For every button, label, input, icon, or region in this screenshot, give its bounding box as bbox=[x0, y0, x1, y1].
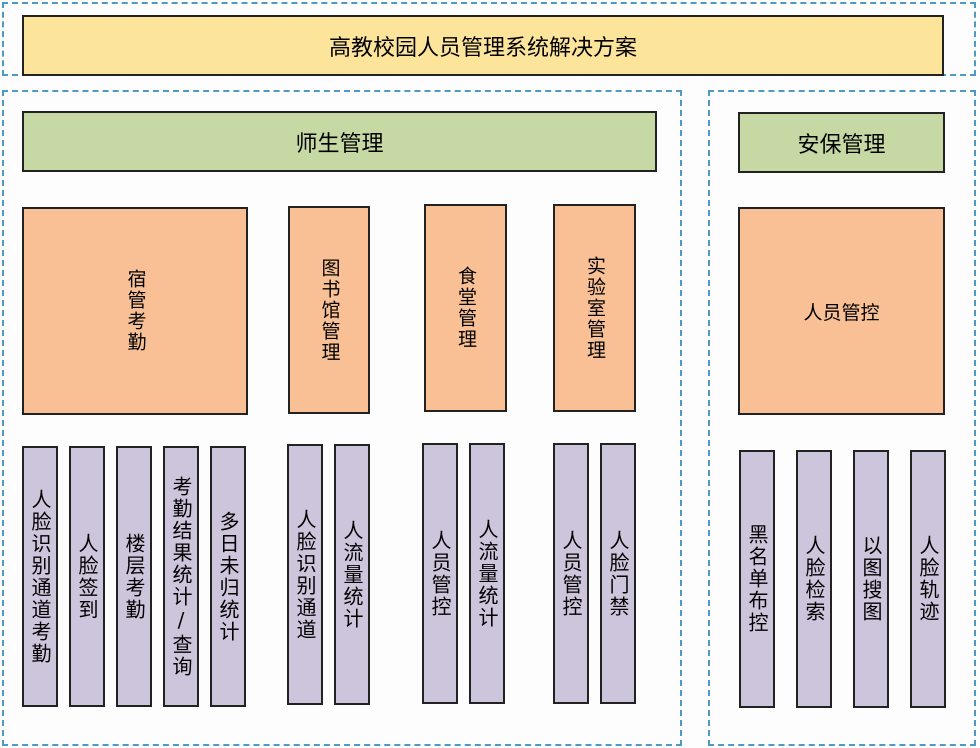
function-label: 人脸识别通道 bbox=[293, 508, 317, 641]
function-face-channel-attendance: 人脸识别通道考勤 bbox=[22, 446, 58, 707]
module-label: 实验室管理 bbox=[584, 255, 606, 361]
function-face-checkin: 人脸签到 bbox=[69, 446, 105, 707]
function-label: 人脸签到 bbox=[75, 532, 99, 621]
function-label: 考勤结果统计/查询 bbox=[169, 475, 193, 678]
function-label: 楼层考勤 bbox=[122, 532, 146, 621]
module-personnel-control: 人员管控 bbox=[738, 207, 945, 415]
module-library: 图书馆管理 bbox=[288, 206, 370, 414]
function-face-trajectory: 人脸轨迹 bbox=[910, 450, 946, 708]
function-label: 人脸识别通道考勤 bbox=[28, 488, 52, 665]
function-multi-day-absence-stats: 多日未归统计 bbox=[210, 446, 246, 707]
function-traffic-stats: 人流量统计 bbox=[334, 444, 370, 705]
function-label: 人员管控 bbox=[428, 529, 452, 618]
module-label: 图书馆管理 bbox=[318, 257, 341, 363]
section-header-teacher-student: 师生管理 bbox=[22, 111, 657, 172]
function-label: 人流量统计 bbox=[475, 518, 499, 629]
function-personnel-control: 人员管控 bbox=[553, 443, 589, 704]
module-label: 食堂管理 bbox=[455, 266, 477, 350]
function-label: 黑名单布控 bbox=[745, 524, 769, 634]
function-blacklist-monitoring: 黑名单布控 bbox=[739, 450, 775, 708]
teacher-student-container bbox=[2, 90, 682, 746]
function-floor-attendance: 楼层考勤 bbox=[116, 446, 152, 707]
module-laboratory: 实验室管理 bbox=[553, 204, 636, 412]
diagram-title: 高教校园人员管理系统解决方案 bbox=[22, 15, 944, 76]
function-face-channel: 人脸识别通道 bbox=[287, 444, 323, 705]
function-label: 以图搜图 bbox=[859, 535, 883, 623]
function-label: 人脸门禁 bbox=[606, 529, 630, 618]
function-traffic-stats: 人流量统计 bbox=[469, 443, 505, 704]
function-attendance-stats-query: 考勤结果统计/查询 bbox=[163, 446, 199, 707]
function-face-access-control: 人脸门禁 bbox=[600, 443, 636, 704]
function-label: 人脸轨迹 bbox=[916, 535, 940, 623]
function-label: 人脸检索 bbox=[802, 535, 826, 623]
function-label: 人流量统计 bbox=[340, 519, 364, 630]
module-label: 宿管考勤 bbox=[124, 269, 147, 353]
module-dorm-attendance: 宿管考勤 bbox=[22, 207, 248, 415]
section-header-security: 安保管理 bbox=[738, 112, 945, 173]
function-face-search: 人脸检索 bbox=[796, 450, 832, 708]
function-image-search: 以图搜图 bbox=[853, 450, 889, 708]
function-label: 人员管控 bbox=[559, 529, 583, 618]
module-label: 人员管控 bbox=[803, 301, 880, 324]
security-container bbox=[708, 90, 976, 746]
function-personnel-control: 人员管控 bbox=[422, 443, 458, 704]
module-canteen: 食堂管理 bbox=[424, 204, 507, 412]
function-label: 多日未归统计 bbox=[216, 510, 240, 643]
